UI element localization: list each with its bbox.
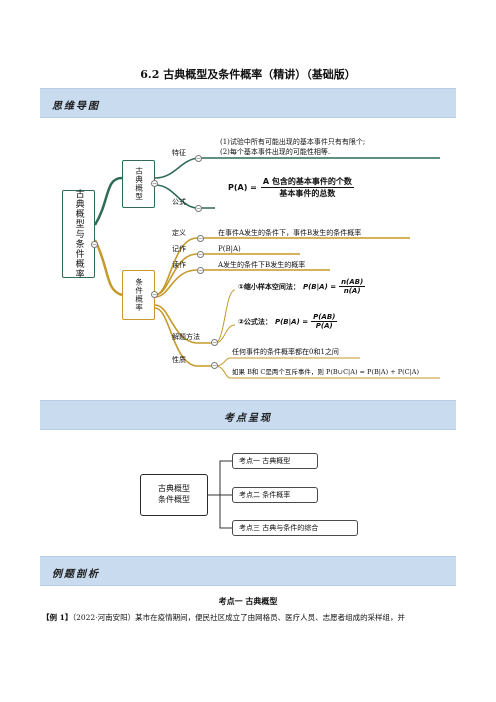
classic-feature-2: (2)每个基本事件出现的可能性相等. <box>220 148 331 156</box>
cond-def-label: 定义 <box>172 229 186 237</box>
classic-formula-label: 公式 <box>172 198 186 206</box>
cond-method-1-denominator: n(A) <box>343 287 361 295</box>
cond-read-label: 读作 <box>172 261 186 269</box>
classic-formula: P(A) = A 包含的基本事件的个数 基本事件的总数 <box>228 176 354 199</box>
cond-method-1: ①缩小样本空间法： P(B|A) = n(AB) n(A) <box>238 278 366 295</box>
cond-notation-label: 记作 <box>172 245 186 253</box>
keypoints-center: 古典概型 条件概型 <box>140 474 208 516</box>
keypoint-item-1: 考点一 古典概型 <box>232 453 318 469</box>
examples-banner-label: 例题剖析 <box>52 569 100 580</box>
collapse-icon[interactable]: − <box>211 339 218 346</box>
examples-banner: 例题剖析 <box>40 556 456 586</box>
example-text: （2022·河南安阳）某市在疫情期间，便民社区成立了由网格员、医疗人员、志愿者组… <box>72 613 406 622</box>
cond-method-2-prefix: ②公式法： <box>238 317 272 326</box>
mindmap-banner: 思维导图 <box>40 88 456 118</box>
page-title: 6.2 古典概型及条件概率（精讲）（基础版） <box>140 68 356 81</box>
cond-notation-text: P(B|A) <box>218 245 241 253</box>
example-tag: 【例 1】 <box>42 613 73 622</box>
cond-method-2-numerator: P(AB) <box>311 313 338 322</box>
keypoint-item-3: 考点三 古典与条件的综合 <box>232 520 358 536</box>
collapse-icon[interactable]: − <box>195 155 202 162</box>
mindmap-root-label: 古典概型与条件概率 <box>73 189 84 279</box>
mindmap-banner-label: 思维导图 <box>52 101 100 112</box>
keypoints-banner-label: 考点呈现 <box>224 413 272 424</box>
keypoint-item-2: 考点二 条件概率 <box>232 487 318 503</box>
cond-read-text: A发生的条件下B发生的概率 <box>218 261 306 269</box>
cond-method-label: 解题方法 <box>172 333 200 341</box>
collapse-icon[interactable]: − <box>197 235 204 242</box>
classic-formula-numerator: A 包含的基本事件的个数 <box>260 177 354 188</box>
cond-method-2-denominator: P(A) <box>315 322 333 330</box>
collapse-icon[interactable]: − <box>91 241 98 248</box>
keypoints-center-line-2: 条件概型 <box>158 495 190 504</box>
cond-method-2: ②公式法： P(B|A) = P(AB) P(A) <box>238 313 338 330</box>
mindmap-root: 古典概型与条件概率 <box>62 189 95 279</box>
cond-method-1-lhs: P(B|A) = <box>302 282 337 291</box>
example-paragraph: 【例 1】（2022·河南安阳）某市在疫情期间，便民社区成立了由网格员、医疗人员… <box>42 612 462 623</box>
mindmap-conditional-label: 条件概率 <box>134 278 144 312</box>
classic-formula-lhs: P(A) = <box>228 183 257 192</box>
classic-formula-denominator: 基本事件的总数 <box>279 189 336 198</box>
collapse-icon[interactable]: − <box>151 291 158 298</box>
collapse-icon[interactable]: − <box>197 267 204 274</box>
cond-def-text: 在事件A发生的条件下，事件B发生的条件概率 <box>218 229 362 237</box>
collapse-icon[interactable]: − <box>195 205 202 212</box>
collapse-icon[interactable]: − <box>197 251 204 258</box>
keypoints-banner: 考点呈现 <box>40 400 456 430</box>
cond-method-2-lhs: P(B|A) = <box>274 317 309 326</box>
classic-feature-1: (1)试验中所有可能出现的基本事件只有有限个; <box>220 138 366 146</box>
cond-prop-label: 性质 <box>172 356 186 364</box>
mindmap-classic-label: 古典概型 <box>134 167 144 201</box>
keypoints-center-line-1: 古典概型 <box>158 484 190 494</box>
cond-method-1-numerator: n(AB) <box>339 278 366 287</box>
collapse-icon[interactable]: − <box>151 180 158 187</box>
section-heading: 考点一 古典概型 <box>218 596 278 606</box>
cond-prop-2: 如果 B和 C是两个互斥事件，则 P(B∪C|A) = P(B|A) + P(C… <box>232 368 420 376</box>
collapse-icon[interactable]: − <box>211 362 218 369</box>
cond-method-1-prefix: ①缩小样本空间法： <box>238 282 300 291</box>
cond-prop-1: 任何事件的条件概率都在0和1之间 <box>232 348 339 356</box>
classic-feature-label: 特征 <box>172 149 186 157</box>
